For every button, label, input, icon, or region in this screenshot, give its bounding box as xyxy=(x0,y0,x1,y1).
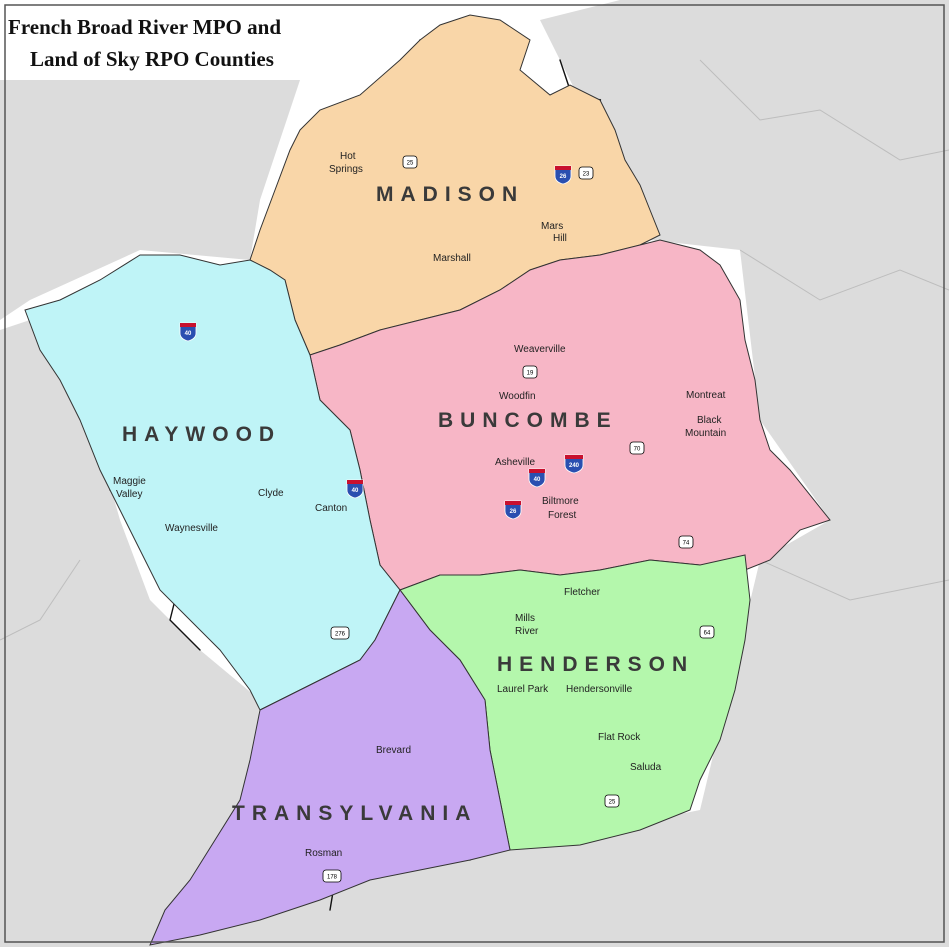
us25-north-shield-icon: 25 xyxy=(402,155,418,169)
map-title-line-2: Land of Sky RPO Counties xyxy=(30,47,274,71)
i240-shield-label: 240 xyxy=(569,463,580,469)
i26-north-shield-label: 26 xyxy=(560,174,567,180)
county-label-buncombe: BUNCOMBE xyxy=(438,409,618,432)
us19-shield-label: 19 xyxy=(527,371,534,377)
i26-south-shield-label: 26 xyxy=(510,509,517,515)
town-label-canton: Canton xyxy=(315,503,347,514)
i40-canton-shield-label: 40 xyxy=(352,488,359,494)
town-label-black-mountain-2: Mountain xyxy=(685,428,726,439)
i40-asheville-shield-icon: 40 xyxy=(528,468,546,488)
town-label-flat-rock: Flat Rock xyxy=(598,732,641,743)
i40-canton-shield-icon: 40 xyxy=(346,479,364,499)
us178-shield-icon: 178 xyxy=(322,869,342,883)
us23-north-shield-label: 23 xyxy=(583,172,590,178)
us74-shield-icon: 74 xyxy=(678,535,694,549)
town-label-mills-river-1: Mills xyxy=(515,613,535,624)
county-label-madison: MADISON xyxy=(376,183,524,206)
interstate-shields: 26 40 40 40 240 26 xyxy=(179,165,584,520)
us23-north-shield-icon: 23 xyxy=(578,166,594,180)
county-labels: MADISON BUNCOMBE HAYWOOD HENDERSON TRANS… xyxy=(122,183,694,825)
town-label-rosman: Rosman xyxy=(305,848,342,859)
town-label-clyde: Clyde xyxy=(258,488,284,499)
us276-shield-label: 276 xyxy=(335,632,346,638)
us70-shield-label: 70 xyxy=(634,447,641,453)
outside-area-west xyxy=(0,320,260,947)
town-label-weaverville: Weaverville xyxy=(514,344,566,355)
us178-shield-label: 178 xyxy=(327,875,338,881)
map-title-line-1: French Broad River MPO and xyxy=(8,15,281,39)
town-label-montreat: Montreat xyxy=(686,390,726,401)
town-label-hot-springs-1: Hot xyxy=(340,151,356,162)
map-border xyxy=(4,4,945,943)
town-label-black-mountain-1: Black xyxy=(697,415,722,426)
town-label-marshall: Marshall xyxy=(433,253,471,264)
town-label-hot-springs-2: Springs xyxy=(329,164,363,175)
us70-shield-icon: 70 xyxy=(629,441,645,455)
us25-north-shield-label: 25 xyxy=(407,161,414,167)
town-label-woodfin: Woodfin xyxy=(499,391,536,402)
map-title: French Broad River MPO and Land of Sky R… xyxy=(8,15,281,71)
i40-west-shield-label: 40 xyxy=(185,331,192,337)
town-label-laurel-park: Laurel Park xyxy=(497,684,549,695)
i40-west-shield-icon: 40 xyxy=(179,322,197,342)
county-label-transylvania: TRANSYLVANIA xyxy=(232,802,477,825)
outside-county-line-4 xyxy=(0,559,81,641)
i240-shield-icon: 240 xyxy=(564,454,584,474)
town-label-biltmore-forest-2: Forest xyxy=(548,510,577,521)
outside-county-line-1 xyxy=(699,59,949,161)
town-label-waynesville: Waynesville xyxy=(165,523,218,534)
us64-shield-icon: 64 xyxy=(699,625,715,639)
i26-north-shield-icon: 26 xyxy=(554,165,572,185)
town-label-mars-hill-1: Mars xyxy=(541,221,563,232)
i26-south-shield-icon: 26 xyxy=(504,500,522,520)
i40-asheville-shield-label: 40 xyxy=(534,477,541,483)
town-label-maggie-valley-1: Maggie xyxy=(113,476,146,487)
us276-shield-icon: 276 xyxy=(330,626,350,640)
us-route-shields: 25 23 19 70 74 64 276 25 xyxy=(322,155,715,883)
outside-county-line-3 xyxy=(759,559,949,601)
us64-shield-label: 64 xyxy=(704,631,711,637)
town-labels: Hot Springs Mars Hill Marshall Weavervil… xyxy=(113,151,726,859)
county-label-haywood: HAYWOOD xyxy=(122,423,281,446)
town-label-maggie-valley-2: Valley xyxy=(116,489,143,500)
us25-south-shield-icon: 25 xyxy=(604,794,620,808)
town-label-asheville: Asheville xyxy=(495,457,535,468)
town-label-fletcher: Fletcher xyxy=(564,587,601,598)
outside-area-north xyxy=(0,80,300,320)
outside-county-line-2 xyxy=(739,249,949,301)
us19-shield-icon: 19 xyxy=(522,365,538,379)
town-label-mars-hill-2: Hill xyxy=(553,233,567,244)
town-label-brevard: Brevard xyxy=(376,745,411,756)
outside-area-east xyxy=(120,0,949,947)
us74-shield-label: 74 xyxy=(683,541,690,547)
county-label-henderson: HENDERSON xyxy=(497,653,694,676)
town-label-mills-river-2: River xyxy=(515,626,539,637)
town-label-saluda: Saluda xyxy=(630,762,662,773)
town-label-hendersonville: Hendersonville xyxy=(566,684,633,695)
us25-south-shield-label: 25 xyxy=(609,800,616,806)
town-label-biltmore-forest-1: Biltmore xyxy=(542,496,579,507)
